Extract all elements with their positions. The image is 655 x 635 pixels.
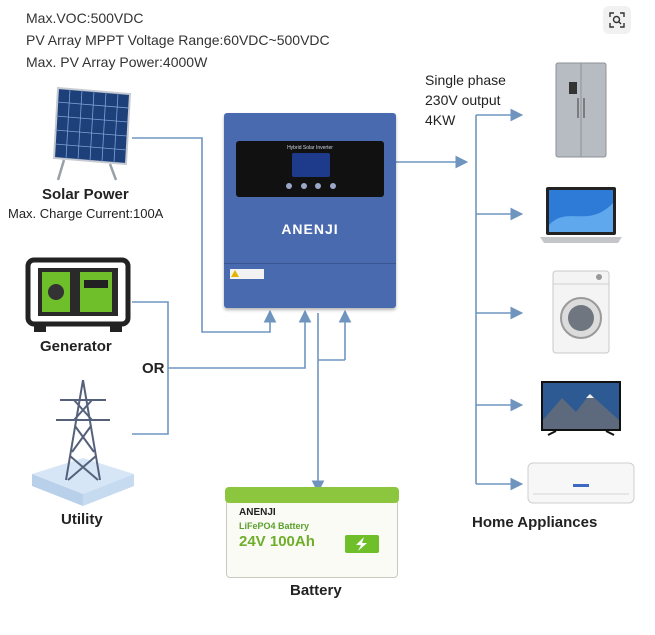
inverter-unit: Hybrid Solar Inverter ANENJI	[224, 113, 396, 308]
battery-charge-icon	[345, 535, 379, 553]
inverter-divider	[224, 263, 396, 264]
spec-pv-power: Max. PV Array Power:4000W	[26, 54, 208, 70]
air-conditioner-image	[527, 462, 635, 504]
inverter-button-1	[286, 183, 292, 189]
inverter-button-4	[329, 183, 336, 189]
warning-sticker	[230, 269, 264, 279]
battery-rating: 24V 100Ah	[239, 533, 315, 550]
output-power: 4KW	[425, 112, 456, 128]
inverter-button-2	[300, 183, 307, 189]
wire-solar	[132, 137, 277, 333]
solar-panel-image	[52, 86, 132, 181]
television-image	[541, 381, 621, 436]
inverter-display	[292, 153, 330, 177]
refrigerator-image	[555, 62, 607, 158]
generator-image	[25, 257, 131, 332]
output-phase: Single phase	[425, 72, 506, 88]
search-lens-icon[interactable]	[603, 6, 631, 34]
battery-top-cover	[225, 487, 399, 503]
laptop-image	[540, 187, 622, 243]
spec-mppt-range: PV Array MPPT Voltage Range:60VDC~500VDC	[26, 32, 330, 48]
solar-power-label: Solar Power	[42, 186, 129, 203]
warning-icon	[231, 270, 239, 277]
battery-brand: ANENJI	[239, 507, 276, 518]
output-voltage: 230V output	[425, 92, 501, 108]
washing-machine-image	[552, 270, 610, 354]
inverter-buttons	[286, 183, 336, 191]
utility-label: Utility	[61, 511, 103, 528]
utility-tower-image	[32, 379, 134, 506]
battery-label: Battery	[290, 582, 342, 599]
solar-charge-current: Max. Charge Current:100A	[8, 206, 164, 221]
generator-label: Generator	[40, 338, 112, 355]
inverter-button-3	[315, 183, 322, 189]
spec-voc: Max.VOC:500VDC	[26, 10, 144, 26]
or-label: OR	[142, 360, 165, 377]
inverter-screen-title: Hybrid Solar Inverter	[287, 145, 333, 151]
inverter-brand: ANENJI	[281, 221, 339, 237]
battery-unit: ANENJI LiFePO4 Battery 24V 100Ah	[225, 487, 399, 578]
home-appliances-label: Home Appliances	[472, 514, 598, 531]
battery-type: LiFePO4 Battery	[239, 521, 310, 531]
wire-or	[168, 309, 312, 369]
inverter-screen: Hybrid Solar Inverter	[236, 141, 384, 197]
